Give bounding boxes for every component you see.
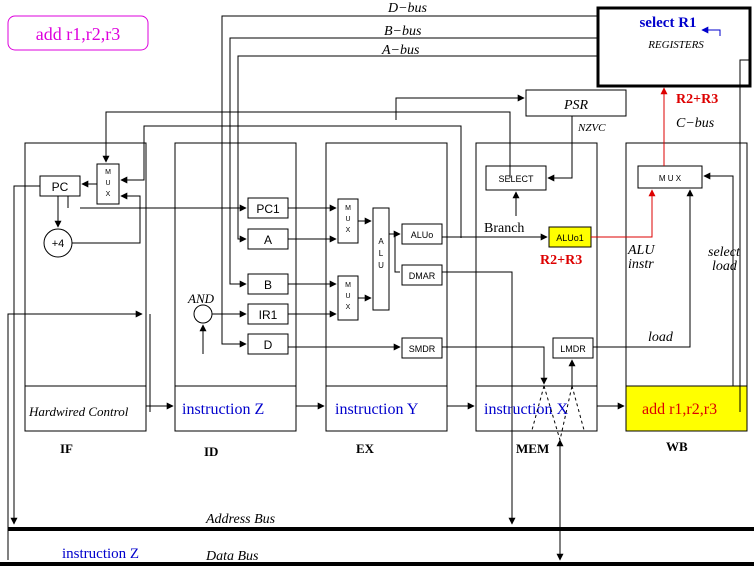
svg-text:M: M	[345, 282, 351, 289]
dmar-register	[401, 264, 443, 286]
svg-text:U: U	[345, 293, 350, 300]
aluo1-to-wb-mux	[591, 189, 656, 238]
id-stage-name: ID	[204, 444, 218, 459]
if-mux-label: M	[105, 169, 111, 176]
b-bus-label: B−bus	[384, 24, 422, 39]
ir1-label: IR1	[259, 308, 278, 322]
instruction-label-box	[7, 15, 149, 51]
wb-r2r3-label: R2+R3	[676, 92, 718, 107]
alu-instr-label-1: ALU	[627, 243, 655, 258]
branch-label: Branch	[484, 221, 524, 236]
load-label: load	[648, 330, 674, 345]
lmdr-label: LMDR	[560, 344, 586, 354]
select-label: SELECT	[498, 174, 534, 184]
svg-text:X: X	[346, 227, 351, 234]
ex-stage-name: EX	[356, 441, 375, 456]
if-hardwired-control: Hardwired Control	[28, 404, 129, 419]
pc-label: PC	[52, 180, 69, 194]
ex-stage-frame	[325, 142, 448, 432]
svg-text:X: X	[346, 304, 351, 311]
psr-flags: NZVC	[577, 122, 606, 134]
aluo-register	[401, 223, 443, 245]
select-load-label-2: load	[712, 259, 738, 274]
smdr-label: SMDR	[409, 344, 436, 354]
and-gate	[193, 304, 213, 324]
wb-instruction-box	[625, 385, 748, 432]
d-bus-line	[221, 15, 598, 348]
and-label: AND	[187, 291, 215, 306]
a-bus-label: A−bus	[381, 43, 420, 58]
svg-text:U: U	[105, 180, 110, 187]
psr-box	[525, 89, 627, 117]
wb-mux	[637, 165, 703, 189]
select-load-label-1: select	[708, 245, 741, 260]
a-label: A	[264, 233, 272, 247]
wb-mux-label: M U X	[659, 174, 682, 183]
svg-text:U: U	[378, 261, 384, 270]
wb-stage-name: WB	[666, 439, 688, 454]
data-bus-label: Data Bus	[205, 549, 259, 564]
d-label: D	[264, 338, 273, 352]
c-bus-label: C−bus	[676, 116, 715, 131]
psr-input-line	[395, 94, 525, 120]
mem-instruction: instruction X	[484, 401, 568, 418]
if-stage-name: IF	[60, 441, 73, 456]
data-bus-instruction: instruction Z	[62, 546, 139, 562]
alu-instr-label-2: instr	[628, 257, 654, 272]
aluo1-label: ALUo1	[556, 233, 584, 243]
ex-instruction: instruction Y	[335, 401, 419, 418]
branch-feedback-line	[102, 111, 511, 178]
mem-stage-name: MEM	[516, 441, 549, 456]
if-stage-frame	[24, 142, 147, 432]
registers-label: REGISTERS	[647, 39, 704, 51]
svg-text:X: X	[106, 191, 111, 198]
id-stage-frame	[174, 142, 297, 432]
plus4-label: +4	[52, 238, 65, 250]
b-label: B	[264, 278, 272, 292]
select-box	[485, 165, 547, 191]
select-r1-arrow	[708, 29, 721, 36]
aluo-label: ALUo	[411, 230, 434, 240]
svg-text:M: M	[345, 205, 351, 212]
psr-label: PSR	[563, 98, 589, 113]
d-bus-label: D−bus	[387, 1, 428, 16]
a-bus-line	[237, 55, 598, 243]
pc1-label: PC1	[256, 202, 280, 216]
b-bus-line	[229, 37, 598, 288]
address-bus-label: Address Bus	[205, 512, 276, 527]
smdr-register	[401, 337, 443, 359]
d-register	[247, 333, 289, 355]
svg-text:U: U	[345, 216, 350, 223]
svg-text:L: L	[379, 249, 384, 258]
mem-stage-frame	[475, 142, 598, 432]
svg-text:A: A	[378, 237, 384, 246]
registers-box	[596, 6, 752, 88]
mem-r2r3-label: R2+R3	[540, 253, 582, 268]
dmar-label: DMAR	[409, 271, 436, 281]
wb-instruction: add r1,r2,r3	[642, 401, 717, 418]
select-r1-label: select R1	[639, 15, 696, 31]
instruction-label: add r1,r2,r3	[36, 24, 120, 44]
psr-to-select-line	[547, 116, 573, 182]
id-instruction: instruction Z	[182, 401, 264, 418]
alu-box	[372, 207, 390, 311]
lmdr-register	[552, 337, 594, 359]
